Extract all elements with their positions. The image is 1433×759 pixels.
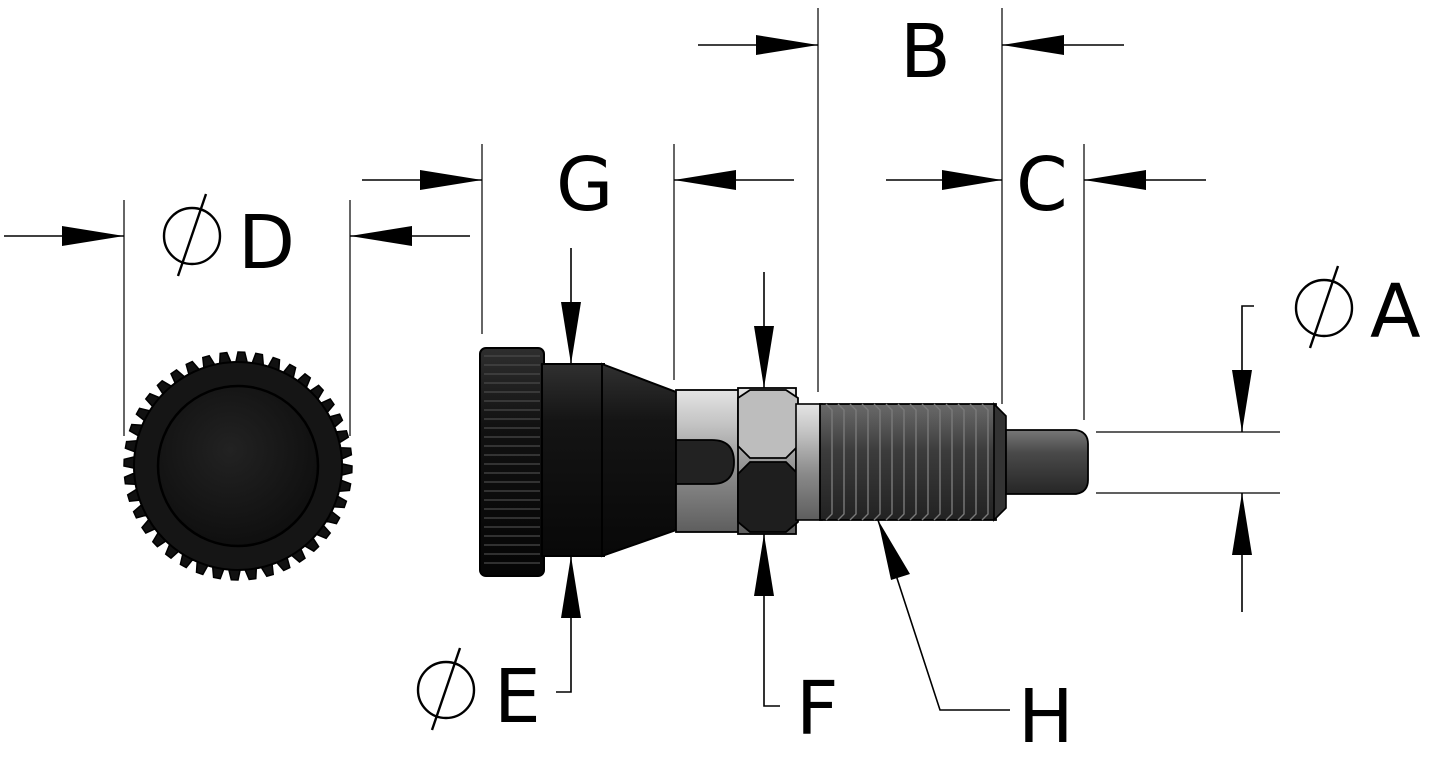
threaded-shank — [819, 403, 997, 521]
hex-nut-bottom-face — [737, 461, 799, 533]
label-d: D — [238, 200, 295, 286]
knob-cone — [601, 362, 677, 558]
knob-collar — [541, 363, 605, 557]
knob-rim-ribs — [484, 355, 540, 564]
diameter-symbol-d — [162, 193, 222, 277]
dimension-labels: D G B C A E F H — [162, 9, 1421, 759]
knob-face-inner — [156, 384, 320, 548]
dimension-lines — [4, 8, 1280, 711]
plunger-pin — [1005, 429, 1089, 495]
label-f: F — [796, 666, 839, 752]
label-g: G — [556, 142, 613, 228]
knob-end-view — [123, 351, 353, 581]
label-c: C — [1016, 142, 1068, 228]
hex-nut-top-face — [737, 389, 799, 459]
knob-rim — [479, 347, 545, 577]
label-e: E — [494, 654, 541, 740]
diameter-symbol-a — [1294, 265, 1354, 349]
plunger-side-view — [479, 347, 1089, 577]
label-a: A — [1370, 269, 1421, 355]
label-b: B — [900, 9, 951, 95]
body-slot — [675, 439, 735, 485]
body-neck — [795, 403, 823, 521]
diameter-symbol-e — [416, 647, 476, 731]
thread-ridges — [825, 403, 1001, 521]
thread-chamfer — [993, 402, 1007, 522]
label-h: H — [1018, 674, 1074, 759]
